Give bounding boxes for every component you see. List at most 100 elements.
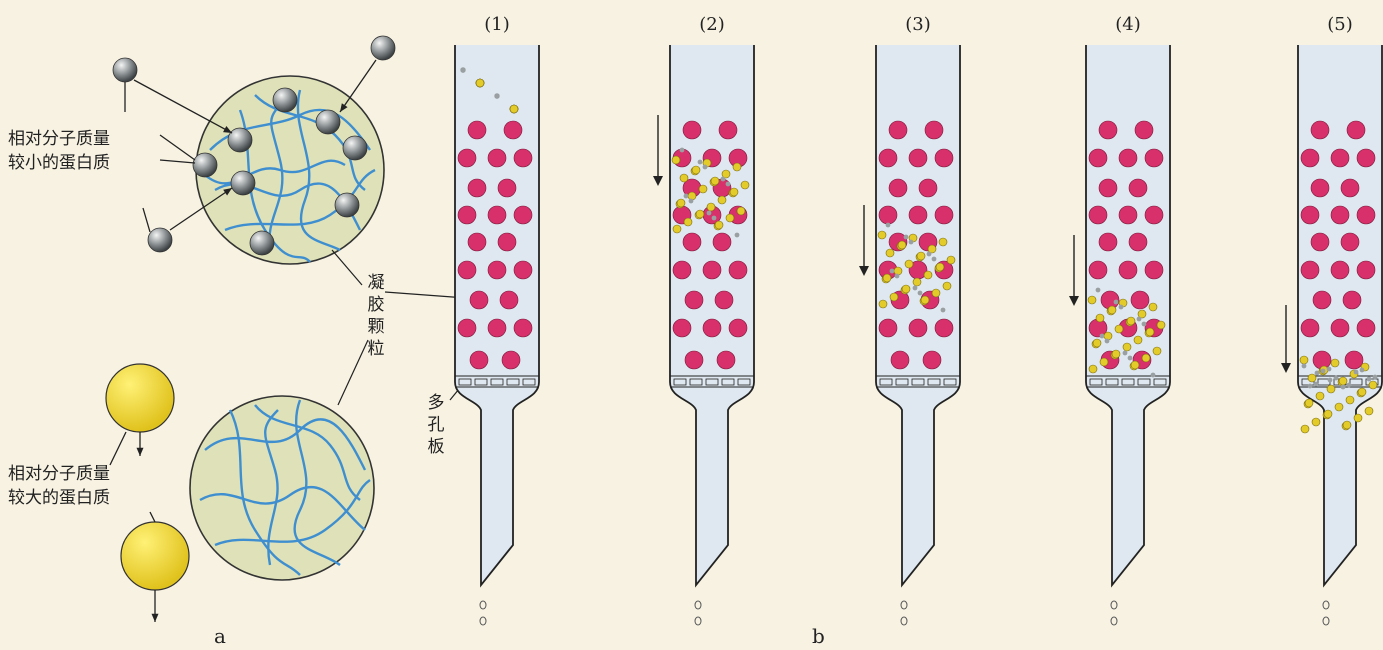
gel-bead — [1131, 291, 1149, 309]
chromatography-column-3 — [859, 45, 960, 625]
large-protein-dot — [936, 263, 944, 271]
gel-bead — [935, 206, 953, 224]
leader-line — [110, 432, 126, 465]
gel-bead — [729, 319, 747, 337]
small-protein-dot — [913, 286, 918, 291]
large-protein-dot — [1343, 421, 1351, 429]
gel-bead — [935, 149, 953, 167]
small-protein-dot — [721, 177, 726, 182]
large-protein-dot — [1369, 381, 1377, 389]
gel-bead — [889, 179, 907, 197]
small-protein — [371, 36, 395, 60]
gel-bead — [1119, 206, 1137, 224]
leader-line — [332, 250, 362, 285]
gel-bead — [1301, 319, 1319, 337]
large-protein-dot — [890, 293, 898, 301]
gel-bead — [1331, 319, 1349, 337]
large-protein-dot — [677, 199, 685, 207]
gel-bead — [1357, 206, 1375, 224]
large-protein-dot — [1316, 392, 1324, 400]
gel-bead — [514, 319, 532, 337]
gel-bead — [458, 149, 476, 167]
gel-bead — [470, 291, 488, 309]
gel-bead — [1089, 149, 1107, 167]
small-protein-dot — [1360, 368, 1365, 373]
small-protein-dot — [726, 182, 731, 187]
gel-bead — [468, 121, 486, 139]
gel-bead — [925, 121, 943, 139]
small-protein-dot — [735, 233, 740, 238]
large-protein-dot — [1327, 385, 1335, 393]
large-protein-dot — [943, 282, 951, 290]
large-protein-label-line2: 较大的蛋白质 — [8, 487, 110, 509]
gel-bead — [919, 179, 937, 197]
gel-bead — [891, 351, 909, 369]
small-protein-dot — [460, 67, 465, 72]
large-protein-dot — [947, 256, 955, 264]
small-protein-dot — [1308, 384, 1313, 389]
small-protein-dot — [689, 199, 694, 204]
leader-line — [338, 340, 368, 405]
gel-bead — [909, 206, 927, 224]
gel-bead — [923, 351, 941, 369]
large-protein-dot — [1127, 317, 1135, 325]
small-protein-dot — [886, 223, 891, 228]
gel-bead — [673, 319, 691, 337]
small-protein-dot — [1114, 300, 1119, 305]
small-protein-dot — [684, 194, 689, 199]
small-protein-dot — [1302, 364, 1307, 369]
leader-line — [385, 292, 466, 298]
gel-bead — [673, 261, 691, 279]
drop — [1323, 617, 1329, 625]
gel-bead — [488, 319, 506, 337]
gel-bead — [514, 261, 532, 279]
gel-particle-label: 凝胶颗粒 — [366, 272, 386, 360]
small-protein — [273, 88, 297, 112]
small-protein-dot — [927, 252, 932, 257]
small-protein-dot — [1096, 288, 1101, 293]
gel-bead — [715, 291, 733, 309]
gel-bead — [713, 233, 731, 251]
large-protein — [121, 522, 189, 590]
small-protein-dot — [1347, 383, 1352, 388]
gel-bead — [458, 206, 476, 224]
leader-line — [160, 135, 195, 160]
small-protein — [316, 110, 340, 134]
small-protein-dot — [1334, 376, 1339, 381]
small-protein-dot — [1100, 334, 1105, 339]
small-protein-dot — [890, 269, 895, 274]
large-protein-dot — [510, 105, 518, 113]
small-protein-dot — [1123, 351, 1128, 356]
panel-a-illustration — [106, 36, 468, 622]
large-protein-dot — [1131, 361, 1139, 369]
small-protein — [193, 153, 217, 177]
porous-plate-label: 多孔板 — [426, 392, 446, 458]
gel-bead — [1331, 261, 1349, 279]
large-protein-dot — [1354, 414, 1362, 422]
large-protein-dot — [921, 296, 929, 304]
leader-line — [160, 160, 195, 163]
small-protein-dot — [1341, 385, 1346, 390]
large-protein-dot — [878, 231, 886, 239]
large-protein-dot — [718, 196, 726, 204]
gel-bead — [685, 291, 703, 309]
large-protein-dot — [726, 214, 734, 222]
gel-bead — [1089, 206, 1107, 224]
gel-bead — [683, 233, 701, 251]
gel-bead — [909, 319, 927, 337]
chromatography-column-1 — [455, 45, 539, 625]
gel-bead — [1119, 261, 1137, 279]
small-protein-dot — [1315, 371, 1320, 376]
gel-bead — [498, 233, 516, 251]
large-protein-dot — [1308, 374, 1316, 382]
gel-bead — [703, 319, 721, 337]
gel-bead — [500, 291, 518, 309]
large-protein-dot — [905, 260, 913, 268]
gel-bead — [1331, 206, 1349, 224]
small-protein-dot — [1314, 382, 1319, 387]
large-protein-dot — [711, 177, 719, 185]
drop — [901, 601, 907, 609]
drop — [1111, 617, 1117, 625]
gel-bead — [879, 206, 897, 224]
small-protein — [335, 193, 359, 217]
